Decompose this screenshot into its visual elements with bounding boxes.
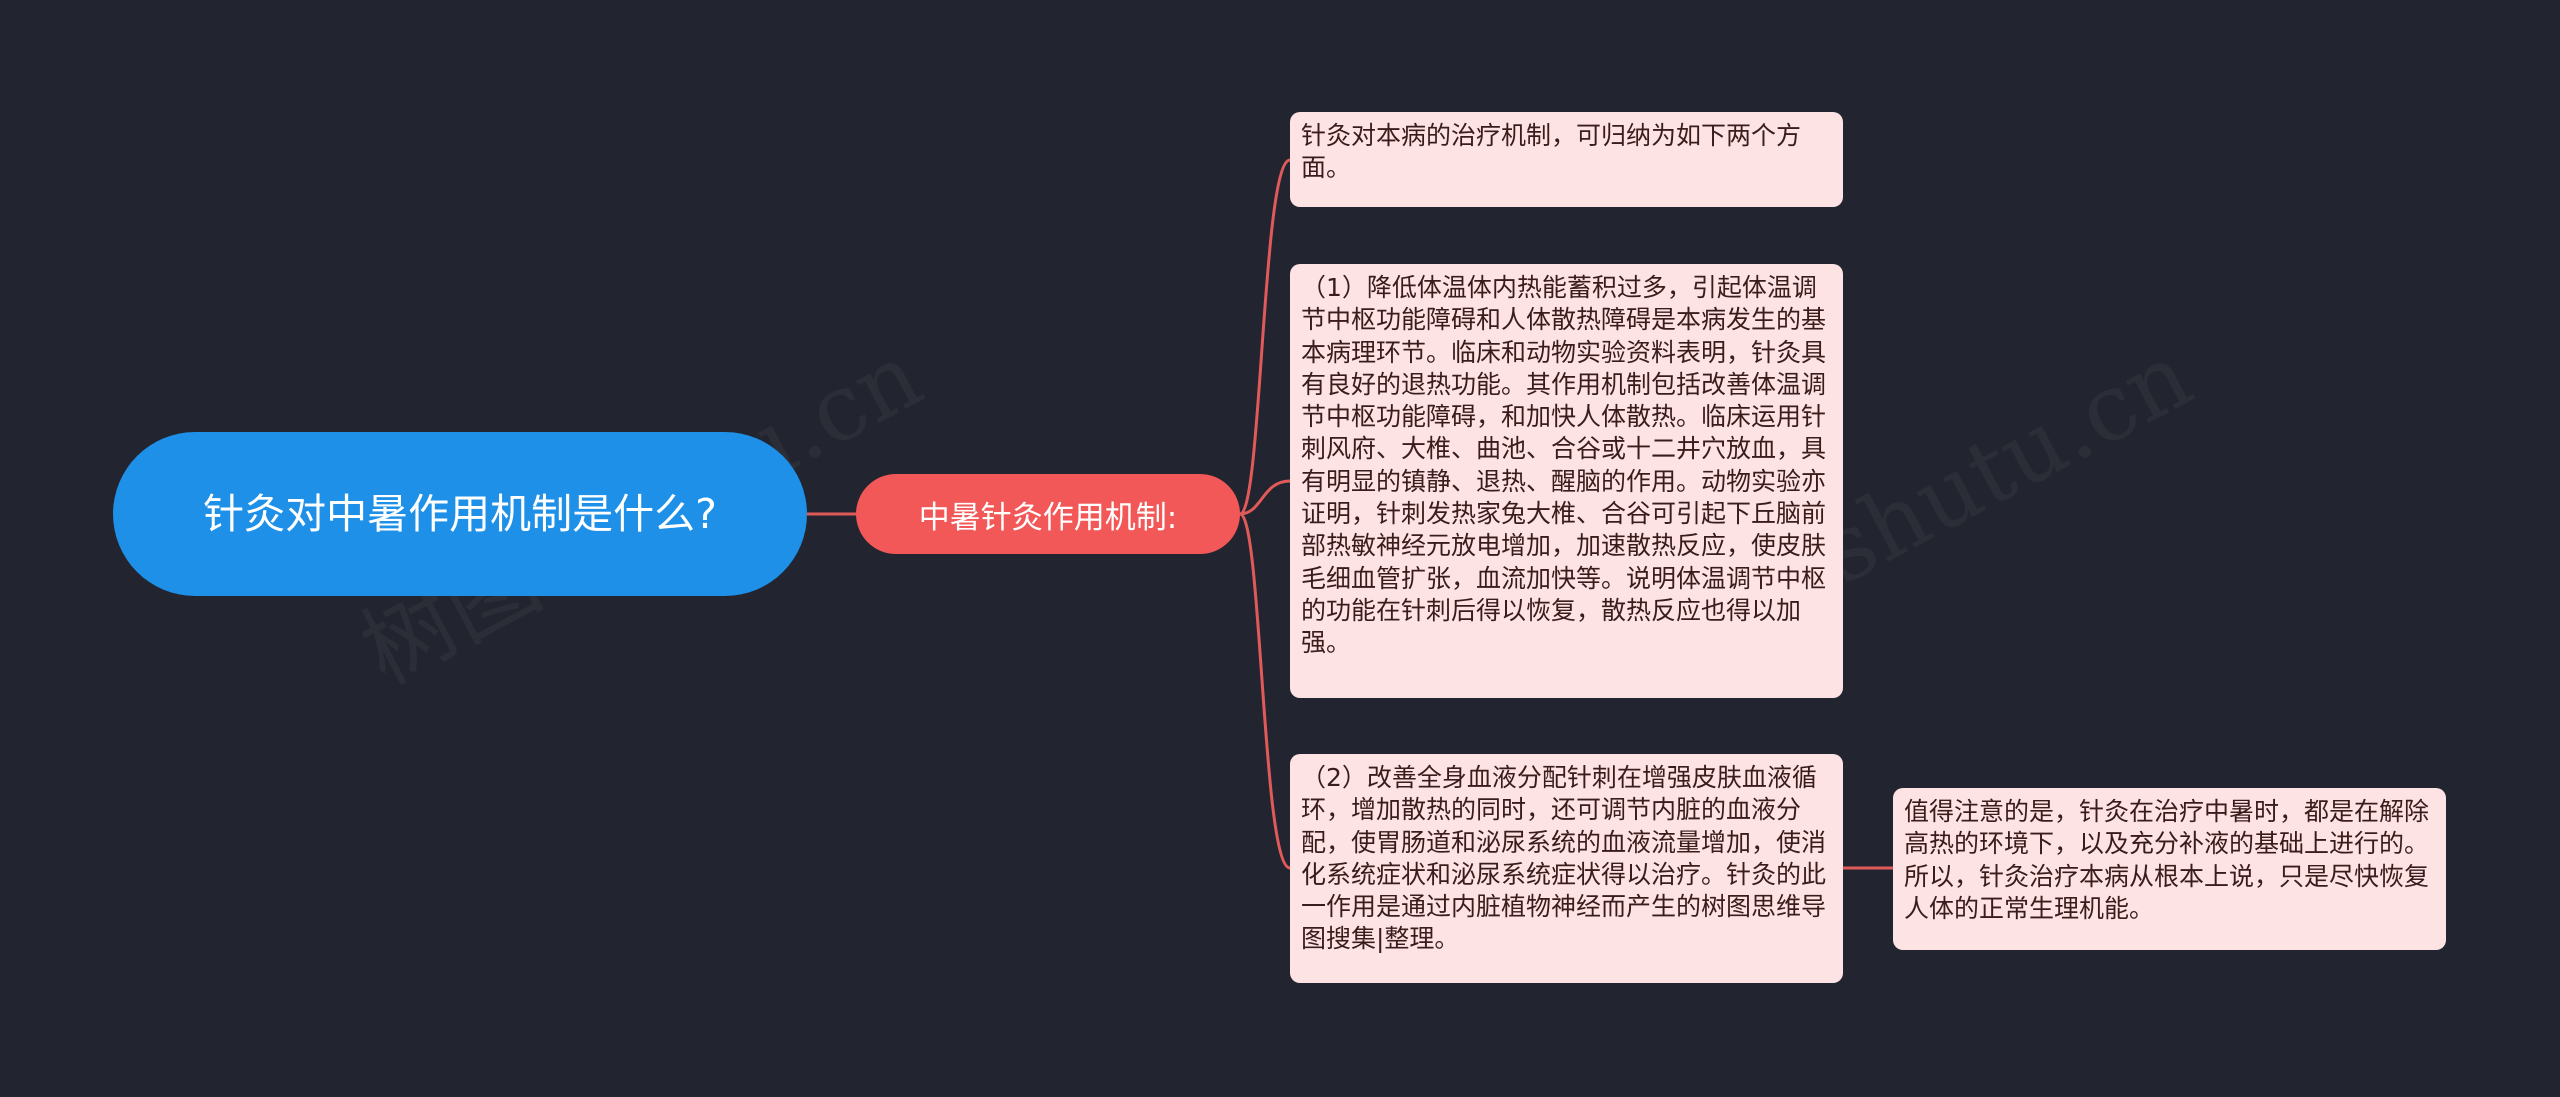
leaf-node-text: （1）降低体温体内热能蓄积过多，引起体温调节中枢功能障碍和人体散热障碍是本病发生… xyxy=(1301,273,1827,658)
connector-branch-leaf-2 xyxy=(1238,512,1291,870)
leaf-node[interactable]: 值得注意的是，针灸在治疗中暑时，都是在解除高热的环境下，以及充分补液的基础上进行… xyxy=(1893,788,2446,950)
root-node[interactable]: 针灸对中暑作用机制是什么? xyxy=(113,432,807,596)
branch-node[interactable]: 中暑针灸作用机制: xyxy=(856,474,1240,554)
leaf-node[interactable]: （2）改善全身血液分配针刺在增强皮肤血液循环，增加散热的同时，还可调节内脏的血液… xyxy=(1290,754,1843,983)
connector-branch-leaf-1 xyxy=(1239,479,1291,516)
root-node-label: 针灸对中暑作用机制是什么? xyxy=(203,490,717,538)
leaf-node[interactable]: 针灸对本病的治疗机制，可归纳为如下两个方面。 xyxy=(1290,112,1843,207)
leaf-node-text: 针灸对本病的治疗机制，可归纳为如下两个方面。 xyxy=(1301,121,1802,183)
leaf-node-text: 值得注意的是，针灸在治疗中暑时，都是在解除高热的环境下，以及充分补液的基础上进行… xyxy=(1904,797,2430,923)
leaf-node[interactable]: （1）降低体温体内热能蓄积过多，引起体温调节中枢功能障碍和人体散热障碍是本病发生… xyxy=(1290,264,1843,698)
leaf-node-text: （2）改善全身血液分配针刺在增强皮肤血液循环，增加散热的同时，还可调节内脏的血液… xyxy=(1301,763,1827,954)
connector-branch-leaf-0 xyxy=(1238,158,1291,516)
branch-node-label: 中暑针灸作用机制: xyxy=(918,499,1178,536)
